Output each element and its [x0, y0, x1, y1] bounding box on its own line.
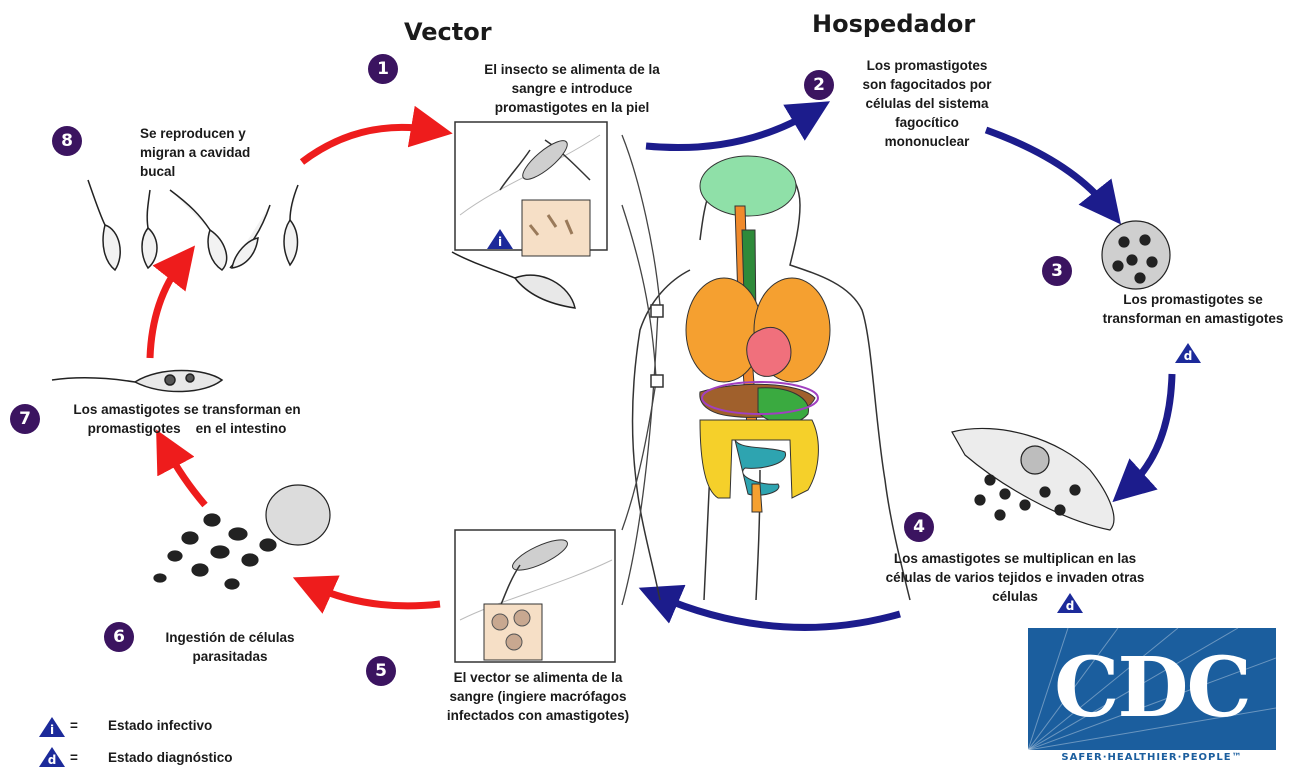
step-4-badge: 4 — [904, 512, 934, 542]
arrow-1-to-2 — [646, 112, 812, 148]
step-5-label: El vector se alimenta de la sangre (ingi… — [412, 668, 664, 725]
step-1-badge: 1 — [368, 54, 398, 84]
human-organs — [686, 156, 830, 512]
diagnostic-stage-marker-4: d — [1056, 592, 1084, 614]
arrow-3-to-4 — [1128, 374, 1172, 488]
step-7-label: Los amastigotes se transforman en promas… — [44, 400, 330, 438]
promastigotes-dividing — [88, 180, 298, 270]
host-heading: Hospedador — [812, 10, 975, 38]
infective-stage-marker-1: i — [486, 228, 514, 250]
arrow-6-to-7 — [166, 448, 205, 505]
promastigote-in-gut — [52, 371, 222, 392]
diagnostic-stage-marker-3: d — [1174, 342, 1202, 364]
step-1-label: El insecto se alimenta de la sangre e in… — [448, 60, 696, 117]
arrow-5-to-6 — [312, 586, 440, 606]
human-body-illustration — [633, 159, 910, 600]
cdc-logo-wordmark: CDC — [1028, 640, 1276, 736]
body-marker-lower — [651, 375, 663, 387]
step-6-label: Ingestión de células parasitadas — [150, 628, 310, 666]
inset-sandfly-feeding-1 — [455, 122, 607, 256]
infected-macrophage — [1102, 221, 1170, 289]
arrow-7-to-8 — [150, 262, 182, 358]
cdc-logo-tagline: SAFER·HEALTHIER·PEOPLE™ — [1028, 752, 1276, 763]
body-marker-upper — [651, 305, 663, 317]
step-4-label: Los amastigotes se multiplican en las cé… — [848, 549, 1182, 606]
ingested-infected-cells — [154, 485, 330, 589]
promastigote-free — [452, 252, 575, 308]
legend-infective-icon: i — [38, 716, 66, 738]
cdc-logo-box: CDC — [1028, 628, 1276, 750]
step-8-label: Se reproducen y migran a cavidad bucal — [140, 124, 290, 181]
legend-infective-label: Estado infectivo — [108, 716, 212, 735]
step-5-badge: 5 — [366, 656, 396, 686]
vector-heading: Vector — [404, 18, 492, 46]
step-2-badge: 2 — [804, 70, 834, 100]
step-3-badge: 3 — [1042, 256, 1072, 286]
legend-diagnostic-icon: d — [38, 746, 66, 768]
amastigotes-multiplying — [952, 428, 1114, 530]
step-8-badge: 8 — [52, 126, 82, 156]
step-3-label: Los promastigotes se transforman en amas… — [1076, 290, 1310, 328]
step-2-label: Los promastigotes son fagocitados por cé… — [832, 56, 1022, 151]
legend-diagnostic-equals: = — [70, 748, 78, 767]
legend-infective-equals: = — [70, 716, 78, 735]
arrow-8-to-1 — [302, 127, 432, 162]
cdc-logo: CDC SAFER·HEALTHIER·PEOPLE™ — [1028, 628, 1276, 768]
inset-connector-lines — [622, 135, 660, 605]
inset-sandfly-feeding-5 — [455, 530, 615, 662]
step-6-badge: 6 — [104, 622, 134, 652]
step-7-badge: 7 — [10, 404, 40, 434]
legend-diagnostic-label: Estado diagnóstico — [108, 748, 233, 767]
